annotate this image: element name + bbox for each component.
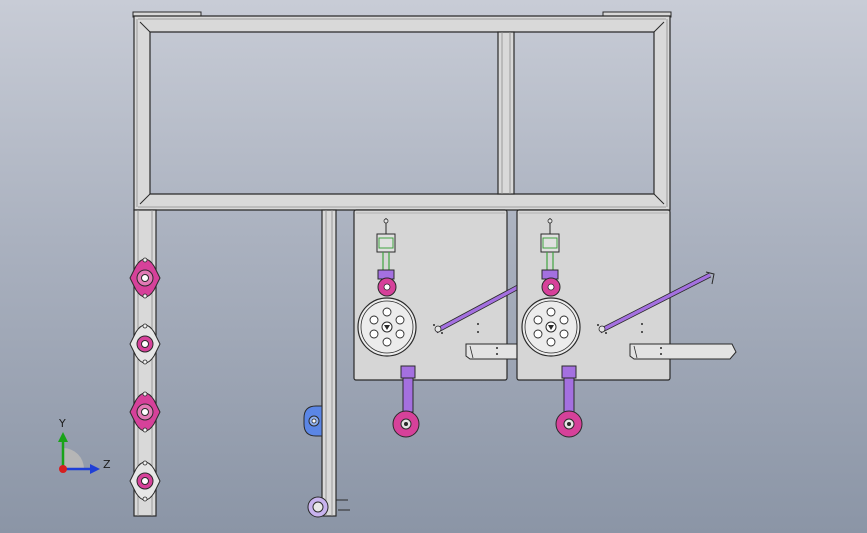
cylinder-right[interactable] xyxy=(540,218,560,280)
bottom-idler[interactable] xyxy=(307,496,329,518)
tension-arm-right[interactable] xyxy=(555,365,583,438)
axis-z-label: Z xyxy=(103,458,111,471)
coordinate-triad: Y Z xyxy=(58,417,111,474)
tension-arm-left[interactable] xyxy=(392,365,420,438)
spoked-wheel-left[interactable] xyxy=(357,297,417,357)
pinch-roller-right[interactable] xyxy=(541,277,561,297)
axis-y-label: Y xyxy=(58,417,66,430)
pillow-block-4[interactable] xyxy=(129,460,161,502)
spoked-wheel-right[interactable] xyxy=(521,297,581,357)
center-post[interactable] xyxy=(321,209,350,517)
swing-arm-right[interactable] xyxy=(597,271,715,334)
pinch-roller-left[interactable] xyxy=(377,277,397,297)
pillow-block-1[interactable] xyxy=(129,257,161,299)
blue-bracket[interactable] xyxy=(303,405,323,437)
pillow-block-2[interactable] xyxy=(129,323,161,365)
guide-bar-right[interactable] xyxy=(629,343,737,360)
top-frame[interactable] xyxy=(132,11,672,211)
pillow-block-3[interactable] xyxy=(129,391,161,433)
